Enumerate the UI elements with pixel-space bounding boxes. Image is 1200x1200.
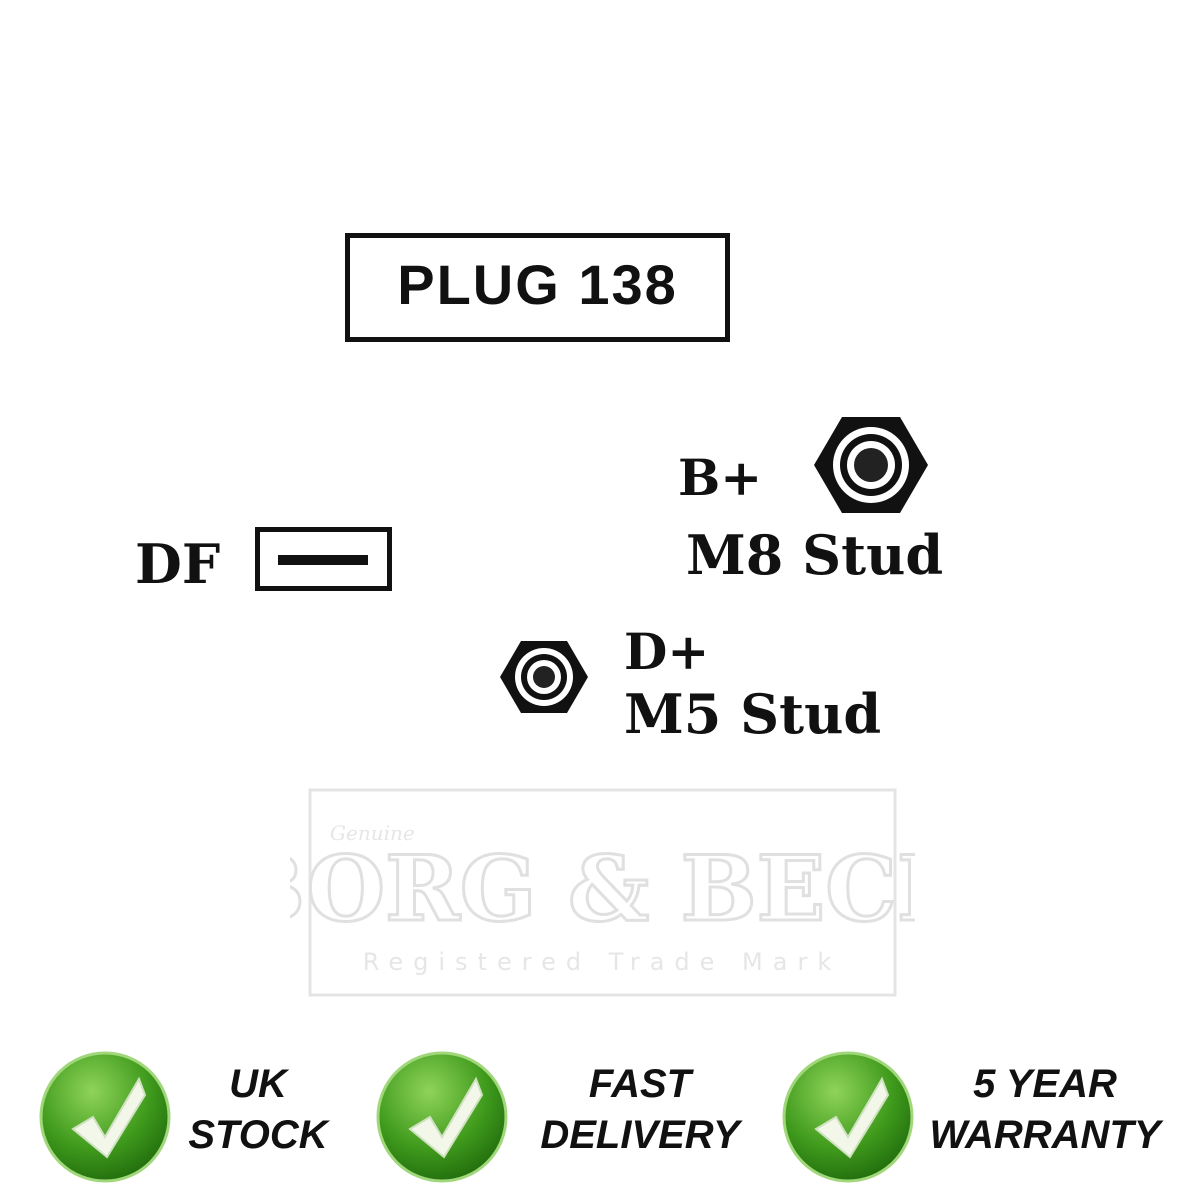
b-plus-stud-nut-icon — [814, 417, 928, 513]
badge-line2: WARRANTY — [929, 1113, 1161, 1157]
green-check-icon — [39, 1051, 171, 1183]
badge-text: UK STOCK — [128, 1060, 388, 1159]
green-check-icon — [782, 1051, 914, 1183]
badge-line2: DELIVERY — [540, 1113, 740, 1157]
plug-label: PLUG 138 — [397, 253, 678, 316]
b-plus-label: B+ — [678, 448, 763, 507]
badge-text: 5 YEAR WARRANTY — [915, 1060, 1175, 1159]
df-label: DF — [135, 532, 221, 596]
df-connector-icon — [255, 527, 392, 591]
watermark-subtitle: Registered Trade Mark — [363, 948, 841, 976]
badge-text: FAST DELIVERY — [510, 1060, 770, 1159]
d-plus-stud-nut-icon — [500, 641, 588, 713]
plug-label-box: PLUG 138 — [345, 233, 730, 342]
badge-line2: STOCK — [188, 1113, 328, 1157]
d-plus-label: D+ — [624, 622, 710, 681]
watermark-brand: BORG & BECK — [290, 836, 915, 942]
badge-line1: FAST — [588, 1062, 692, 1106]
df-connector-blade — [278, 555, 368, 565]
brand-watermark: Genuine BORG & BECK Registered Trade Mar… — [290, 788, 915, 997]
badge-line1: UK — [229, 1062, 287, 1106]
m5-stud-label: M5 Stud — [624, 682, 882, 746]
m8-stud-label: M8 Stud — [686, 523, 944, 587]
green-check-icon — [376, 1051, 508, 1183]
badge-line1: 5 YEAR — [973, 1062, 1117, 1106]
watermark-script: Genuine — [330, 821, 415, 845]
